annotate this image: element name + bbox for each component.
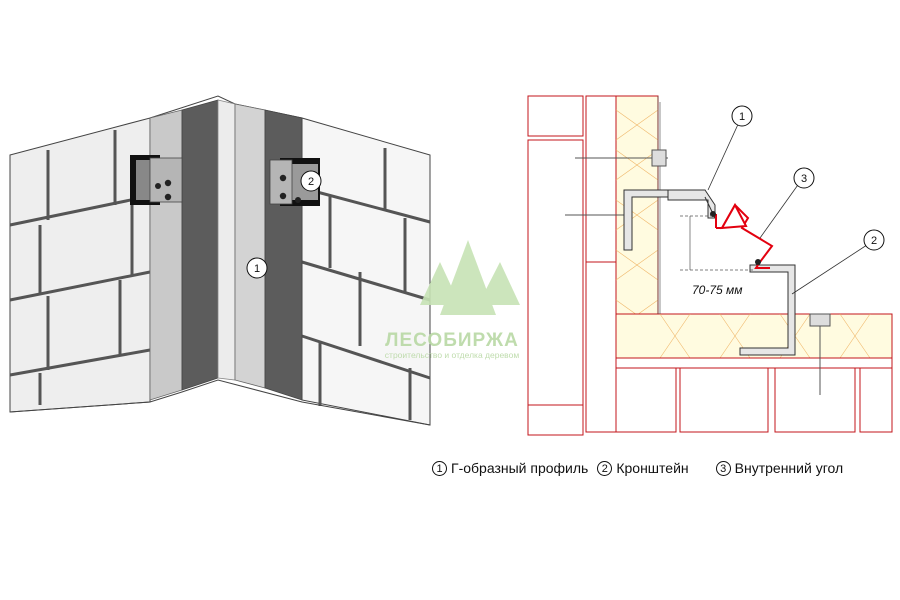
legend-label: Кронштейн	[616, 460, 689, 476]
dimension-lines	[680, 215, 755, 271]
legend-item-profile: 1 Г-образный профиль	[432, 460, 588, 476]
svg-text:1: 1	[254, 263, 260, 275]
left-bracket	[130, 155, 183, 205]
svg-text:3: 3	[801, 173, 807, 185]
legend: 1 Г-образный профиль 2 Кронштейн 3 Внутр…	[432, 458, 843, 478]
legend-item-inner-corner: 3 Внутренний угол	[715, 460, 844, 476]
anchor-bolts	[565, 149, 831, 395]
legend-label: Г-образный профиль	[451, 460, 589, 476]
legend-label: Внутренний угол	[734, 460, 844, 476]
inner-corner-red	[715, 202, 774, 269]
right-profile-dark	[264, 109, 303, 401]
svg-text:строительство и отделка дерево: строительство и отделка деревом	[385, 350, 520, 360]
legend-number: 2	[597, 460, 613, 476]
svg-text:ЛЕСОБИРЖА: ЛЕСОБИРЖА	[385, 330, 519, 351]
section-callout-1: 1	[731, 105, 753, 127]
legend-number: 1	[432, 460, 447, 476]
callout-leaders	[707, 119, 871, 295]
section-view: 70-75 мм 1 3 2	[527, 95, 893, 436]
svg-text:1: 1	[739, 111, 745, 123]
left-profile-light	[149, 109, 183, 401]
legend-number: 3	[715, 460, 731, 476]
left-wall-block-lines	[9, 130, 151, 405]
dimension-label: 70-75 мм	[692, 283, 742, 297]
corner-bottom-edge	[9, 379, 431, 426]
right-profile-light	[234, 103, 266, 389]
section-frame	[657, 96, 661, 314]
left-wall-face	[9, 117, 151, 413]
l-profile-2	[739, 264, 796, 356]
left-callout-2: 2	[300, 170, 322, 192]
section-callout-2: 2	[863, 229, 885, 251]
svg-text:2: 2	[871, 235, 877, 247]
corner-panel	[217, 99, 236, 381]
svg-text:2: 2	[308, 176, 314, 188]
left-profile-dark	[181, 99, 219, 391]
insulation-vertical	[615, 95, 659, 355]
watermark: ЛЕСОБИРЖА строительство и отделка дерево…	[385, 240, 520, 360]
watermark-trees-icon	[420, 240, 520, 315]
wall-block-bottom	[615, 357, 893, 433]
legend-item-bracket: 2 Кронштейн	[597, 460, 689, 476]
l-profile-1	[623, 189, 716, 251]
wall-block-top-left	[527, 95, 617, 436]
corner-3d-view: 1 2	[9, 95, 431, 426]
section-callout-3: 3	[793, 167, 815, 189]
right-wall-block-lines	[301, 148, 431, 420]
left-callout-1: 1	[246, 257, 268, 279]
screws	[710, 211, 761, 265]
